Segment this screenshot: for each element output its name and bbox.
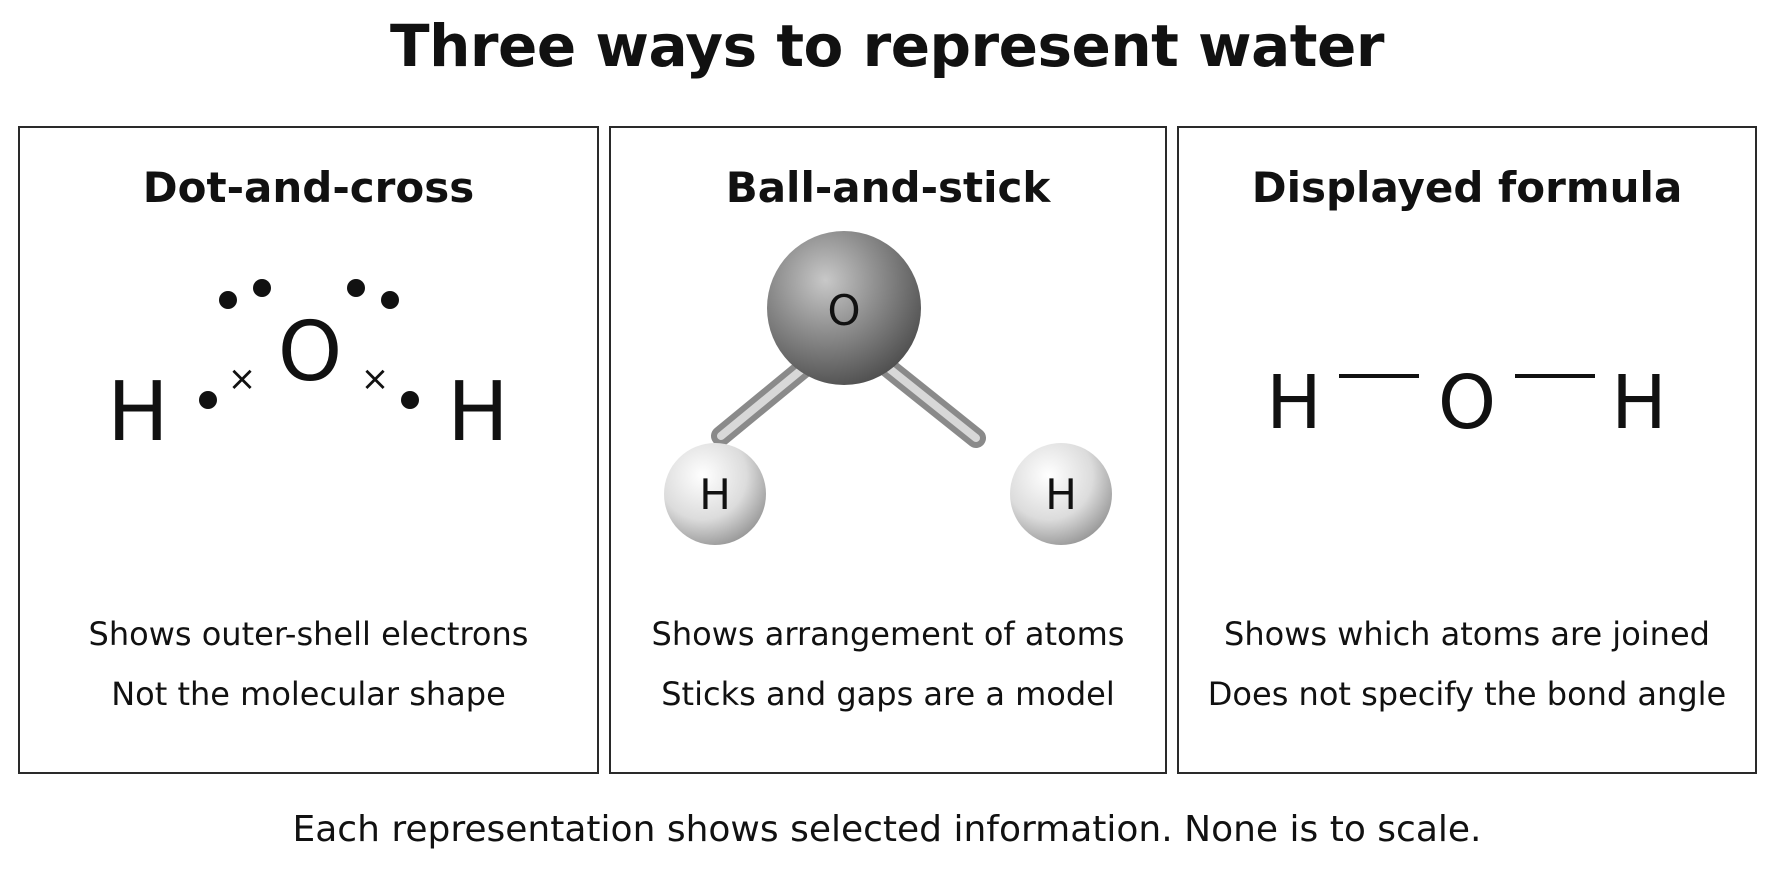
ball-and-stick-caption: Shows arrangement of atoms Sticks and ga… xyxy=(611,604,1165,724)
displayed-formula-caption: Shows which atoms are joined Does not sp… xyxy=(1179,604,1755,724)
lone-pair-electron xyxy=(219,291,237,309)
hydrogen-atom-symbol-right: H xyxy=(1611,360,1667,446)
hydrogen-atom-symbol-left: H xyxy=(107,365,169,460)
dot-and-cross-panel: Dot-and-cross × × O H H Shows outer-shel… xyxy=(18,126,599,774)
dot-and-cross-diagram: × × O H H xyxy=(107,279,509,460)
oxygen-atom-symbol: O xyxy=(278,305,343,400)
caption-line: Shows outer-shell electrons xyxy=(88,615,529,653)
oxygen-ball xyxy=(767,231,921,385)
hydrogen-ball-label-left: H xyxy=(699,470,731,519)
caption-line: Shows which atoms are joined xyxy=(1224,615,1710,653)
lone-pair-electron xyxy=(347,279,365,297)
bond-stick-left-highlight xyxy=(717,358,815,440)
dot-and-cross-caption: Shows outer-shell electrons Not the mole… xyxy=(20,604,597,724)
ball-and-stick-model: O H H xyxy=(664,231,1112,545)
oxygen-atom-symbol: O xyxy=(1438,360,1496,446)
displayed-formula-panel: Displayed formula H O H Shows which atom… xyxy=(1177,126,1757,774)
ball-and-stick-panel: Ball-and-stick O xyxy=(609,126,1167,774)
hydrogen-ball-right xyxy=(1010,443,1112,545)
dot-and-cross-heading: Dot-and-cross xyxy=(142,163,475,212)
caption-line: Shows arrangement of atoms xyxy=(651,615,1125,653)
lone-pair-electron xyxy=(253,279,271,297)
caption-line: Sticks and gaps are a model xyxy=(661,675,1115,713)
bonding-electron-dot xyxy=(199,391,217,409)
bonding-electron-dot xyxy=(401,391,419,409)
hydrogen-ball-left xyxy=(664,443,766,545)
caption-line: Not the molecular shape xyxy=(111,675,506,713)
hydrogen-atom-symbol-left: H xyxy=(1266,360,1322,446)
displayed-formula-diagram: H O H xyxy=(1266,360,1667,446)
page-title: Three ways to represent water xyxy=(390,12,1384,80)
bonding-electron-cross: × xyxy=(361,359,390,399)
bond-stick-right-highlight xyxy=(877,358,980,442)
ball-and-stick-heading: Ball-and-stick xyxy=(725,163,1051,212)
hydrogen-atom-symbol-right: H xyxy=(447,365,509,460)
hydrogen-ball-label-right: H xyxy=(1045,470,1077,519)
footer-note: Each representation shows selected infor… xyxy=(292,809,1482,850)
caption-line: Does not specify the bond angle xyxy=(1207,675,1727,713)
bonding-electron-cross: × xyxy=(228,359,257,399)
lone-pair-electron xyxy=(381,291,399,309)
oxygen-ball-label: O xyxy=(827,286,860,335)
displayed-formula-heading: Displayed formula xyxy=(1251,163,1683,212)
